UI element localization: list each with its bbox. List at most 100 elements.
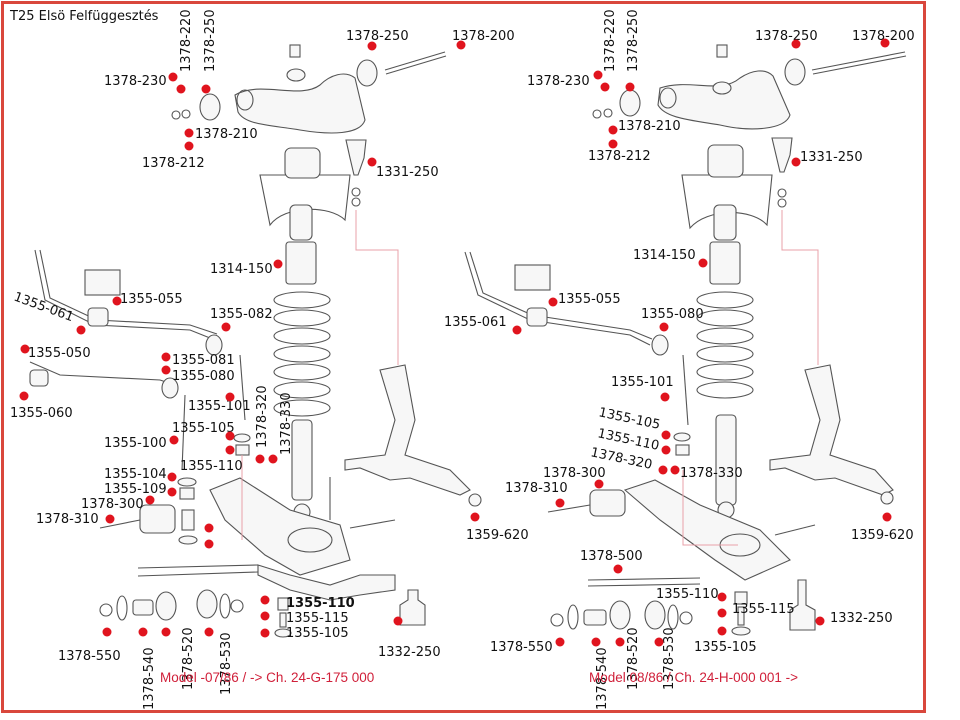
left-upper-control-arm: [234, 73, 366, 134]
label-1378-300: 1378-300: [81, 497, 144, 512]
label-1355-105: 1355-105: [286, 626, 349, 641]
callout-dot: [201, 84, 211, 94]
left-arm-bolt: [349, 519, 396, 529]
label-1331-250: 1331-250: [376, 165, 439, 180]
callout-dot: [393, 616, 403, 626]
callout-dot: [658, 465, 668, 475]
left-bushing-1378-300: [139, 504, 176, 534]
label-1355-082: 1355-082: [210, 307, 273, 322]
left-upper-mount: [284, 147, 321, 179]
label-1355-109: 1355-109: [104, 482, 167, 497]
left-bushing-1355-110b: [277, 597, 289, 611]
right-bump-boot: [713, 204, 737, 241]
callout-dot: [615, 637, 625, 647]
callout-dot: [670, 465, 680, 475]
label-1355-081: 1355-081: [172, 353, 235, 368]
label-1378-550: 1378-550: [490, 640, 553, 655]
left-shock-absorber: [291, 419, 313, 501]
callout-dot: [594, 479, 604, 489]
right-nut-1378-550: [550, 613, 564, 627]
left-nut-1378-230: [171, 110, 181, 120]
left-strut-rod-edge: [137, 571, 259, 577]
left-lower-ball-joint-1332-250: [399, 589, 426, 626]
callout-dot: [512, 325, 522, 335]
left-sleeve-1378-540: [132, 599, 154, 616]
callout-dot: [470, 512, 480, 522]
right-lower-control-arm: [623, 479, 791, 581]
callout-dot: [661, 430, 671, 440]
label-1355-105: 1355-105: [694, 640, 757, 655]
callout-dot: [145, 495, 155, 505]
label-1355-105: 1355-105: [172, 421, 235, 436]
label-1378-330: 1378-330: [680, 466, 743, 481]
left-spacer-1355-115: [279, 612, 287, 628]
left-ball-joint-washer: [351, 197, 361, 207]
right-bump-stop-1314-150: [709, 241, 741, 285]
left-bushing-1378-520: [155, 591, 177, 621]
left-top-nut: [289, 44, 301, 58]
left-exploded-view: [29, 44, 482, 638]
callout-dot: [225, 392, 235, 402]
right-top-nut: [716, 44, 728, 58]
label-1378-220: 1378-220: [179, 9, 194, 72]
left-bushing-rear: [356, 59, 378, 87]
left-lower-arm-seat: [287, 527, 333, 553]
callout-dot: [20, 344, 30, 354]
label-1378-310: 1378-310: [36, 512, 99, 527]
callout-dot: [660, 392, 670, 402]
left-coil-spring: [273, 291, 331, 417]
label-1378-550: 1378-550: [58, 649, 121, 664]
label-1355-110: 1355-110: [286, 596, 355, 611]
left-nut-1378-550: [99, 603, 113, 617]
right-ball-joint-washer: [777, 198, 787, 208]
right-leader-ball-joint: [781, 210, 819, 365]
left-bolt-1378-200: [384, 51, 446, 71]
right-bushing-1378-520: [609, 600, 631, 630]
label-1378-250: 1378-250: [346, 29, 409, 44]
right-arm-bolt: [774, 524, 816, 536]
left-bushing-1355-109: [179, 487, 195, 500]
label-1378-210: 1378-210: [618, 119, 681, 134]
right-bushing-1378-530: [644, 600, 666, 630]
label-1378-210: 1378-210: [195, 127, 258, 142]
callout-dot: [176, 84, 186, 94]
label-1314-150: 1314-150: [210, 262, 273, 277]
label-1378-250: 1378-250: [755, 29, 818, 44]
callout-dot: [593, 70, 603, 80]
label-1378-500: 1378-500: [580, 549, 643, 564]
callout-dot: [717, 608, 727, 618]
left-steering-knuckle: [344, 364, 471, 496]
callout-dot: [548, 297, 558, 307]
label-1314-150: 1314-150: [633, 248, 696, 263]
callout-dot: [608, 139, 618, 149]
label-1378-320: 1378-320: [255, 385, 270, 448]
left-strut-rod-bracket: [257, 564, 396, 601]
label-1378-520: 1378-520: [626, 627, 641, 690]
callout-dot: [76, 325, 86, 335]
left-lower-washer: [178, 535, 198, 545]
label-1359-620: 1359-620: [851, 528, 914, 543]
right-bolt-1378-200-edge: [812, 55, 907, 75]
left-lower-control-arm: [209, 477, 351, 576]
left-bushing-1355-110: [235, 444, 250, 456]
callout-dot: [608, 125, 618, 135]
label-1355-055: 1355-055: [120, 292, 183, 307]
left-bolt-1378-310: [99, 519, 141, 529]
callout-dot: [260, 595, 270, 605]
left-strut-rod: [137, 564, 259, 569]
label-1378-250: 1378-250: [626, 9, 641, 72]
right-washer-1378-550: [567, 604, 579, 630]
left-spacer: [181, 509, 195, 531]
right-lower-ball-joint-1332-250: [789, 579, 816, 631]
label-1355-080: 1355-080: [172, 369, 235, 384]
callout-dot: [555, 637, 565, 647]
left-bump-boot: [289, 204, 313, 241]
callout-dot: [591, 637, 601, 647]
right-bolt-1378-310: [547, 504, 591, 513]
label-1378-230: 1378-230: [104, 74, 167, 89]
right-coil-spring: [696, 291, 754, 399]
right-model-caption: Model 08/86 / Ch. 24-H-000 001 ->: [589, 670, 798, 685]
label-1378-530: 1378-530: [662, 627, 677, 690]
left-washer-1355-105: [233, 433, 251, 443]
label-1355-061: 1355-061: [444, 315, 507, 330]
